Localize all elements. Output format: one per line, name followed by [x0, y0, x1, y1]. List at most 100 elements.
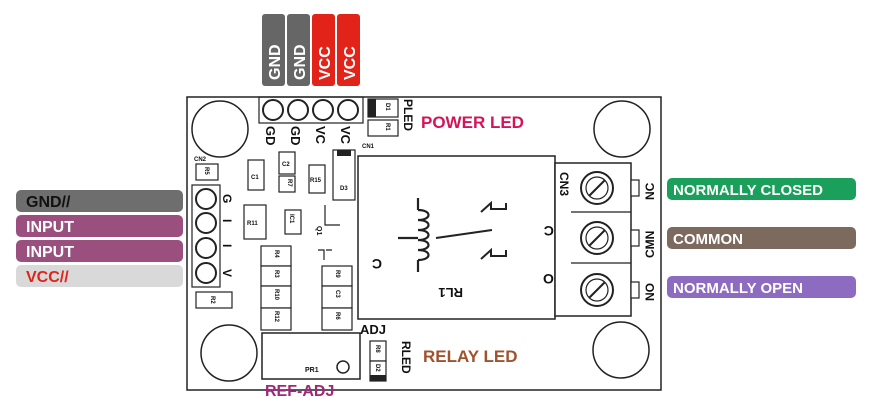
left-tab-input-1 [16, 215, 183, 237]
term-cmn-label: CMN [643, 231, 657, 258]
screw-cmn [580, 221, 614, 255]
top-header-connector: GD GD VC VC [258, 96, 364, 146]
r8-label: R8 [374, 345, 380, 353]
pled-label: PLED [401, 99, 415, 131]
r9-label: R9 [334, 270, 340, 278]
d2-label: D2 [374, 364, 380, 372]
r11-footprint [243, 204, 267, 240]
component-cluster [243, 149, 356, 331]
c2-footprint [278, 151, 296, 175]
left-pin-3 [195, 237, 217, 259]
left-tab-gnd [16, 190, 183, 212]
left-silk-4: V [220, 269, 234, 277]
top-tab-label-3: VCC [317, 46, 334, 80]
r3-label: R3 [273, 270, 279, 278]
c1-label: C1 [251, 175, 259, 181]
relay: C RL1 NC NO [357, 155, 564, 320]
top-header-tabs: GND GND VCC VCC [262, 14, 360, 86]
r7-footprint [278, 175, 296, 193]
r6-footprint [321, 307, 353, 331]
normally-open-label: NORMALLY OPEN [673, 280, 803, 297]
c2-label: C2 [282, 162, 290, 168]
cn1-label: CN1 [362, 144, 375, 150]
d1-label: D1 [384, 103, 390, 111]
top-tab-gnd-2 [287, 14, 310, 86]
top-tab-label-2: GND [292, 44, 309, 80]
top-pin-1 [262, 99, 284, 121]
power-led-callout: POWER LED [421, 113, 524, 132]
r11-label: R11 [247, 221, 258, 227]
left-label-gnd: GND// [26, 194, 71, 211]
rled-label: RLED [399, 341, 413, 374]
r15-label: R15 [310, 178, 322, 184]
top-silk-4: VC [338, 126, 353, 145]
top-silk-1: GD [263, 126, 278, 146]
left-pin-2 [195, 212, 217, 234]
ref-adj-callout: REF-ADJ [265, 383, 334, 400]
screw-terminal-block: CN3 NC CMN NO [554, 162, 657, 317]
mounting-hole-top-left [191, 100, 249, 158]
left-pin-labels: GND// INPUT INPUT VCC// [16, 190, 183, 287]
potentiometer: PR1 ADJ REF-ADJ [261, 322, 386, 400]
r4-label: R4 [273, 250, 279, 258]
r5-footprint [195, 163, 219, 181]
term-nc-label: NC [643, 182, 657, 200]
normally-closed-label: NORMALLY CLOSED [673, 182, 823, 199]
top-pin-3 [312, 99, 334, 121]
r5-label: R5 [203, 167, 209, 175]
no-contact-arrow [480, 247, 507, 260]
r10-label: R10 [273, 289, 279, 301]
relay-led-callout: RELAY LED [423, 347, 517, 366]
r12-footprint [260, 307, 292, 331]
right-callouts: NORMALLY CLOSED COMMON NORMALLY OPEN [667, 178, 856, 298]
screw-no [580, 273, 614, 307]
screw-nc [580, 171, 614, 205]
top-pin-2 [287, 99, 309, 121]
top-pin-4 [337, 99, 359, 121]
rl1-label: RL1 [438, 285, 463, 300]
term-no-label: NO [643, 283, 657, 301]
cn2-label: CN2 [194, 157, 207, 163]
left-silk-1: G [220, 194, 234, 203]
top-silk-3: VC [313, 126, 328, 145]
common-tab [667, 227, 856, 249]
left-header-connector: CN2 R5 G I I V R2 [191, 157, 234, 309]
coil-label: C [372, 256, 382, 272]
relay-coil [398, 198, 430, 272]
normally-open-tab [667, 276, 856, 298]
normally-closed-tab [667, 178, 856, 200]
common-label: COMMON [673, 231, 743, 248]
mounting-hole-top-right [593, 100, 651, 158]
left-silk-2: I [220, 219, 234, 222]
left-silk-3: I [220, 244, 234, 247]
top-tab-vcc-2 [337, 14, 360, 86]
q1-footprint [324, 205, 340, 226]
c1-footprint [247, 159, 265, 191]
r6-label: R6 [334, 312, 340, 320]
left-pin-4 [195, 262, 217, 284]
left-tab-vcc [16, 265, 183, 287]
d3-footprint [332, 149, 356, 201]
top-tab-label-4: VCC [342, 46, 359, 80]
nc-contact-arrow [480, 200, 507, 213]
c3-label: C3 [334, 290, 340, 298]
left-label-input-1: INPUT [26, 219, 74, 236]
d3-label: D3 [340, 186, 348, 192]
ic1-label: IC1 [288, 214, 294, 224]
cn3-label: CN3 [557, 172, 571, 196]
r15-footprint [308, 164, 326, 194]
top-tab-label-1: GND [267, 44, 284, 80]
left-label-vcc: VCC// [26, 269, 69, 286]
top-tab-gnd-1 [262, 14, 285, 86]
relay-body [357, 155, 556, 320]
pr1-label: PR1 [305, 367, 319, 374]
mounting-hole-bottom-left [200, 324, 258, 382]
left-pin-1 [195, 188, 217, 210]
relay-led-area: R8 D2 RLED RELAY LED [369, 340, 517, 382]
adj-label: ADJ [360, 322, 386, 337]
r2-footprint [195, 291, 233, 309]
top-tab-vcc-1 [312, 14, 335, 86]
r2-label: R2 [209, 296, 215, 304]
ic1-footprint [284, 209, 302, 235]
